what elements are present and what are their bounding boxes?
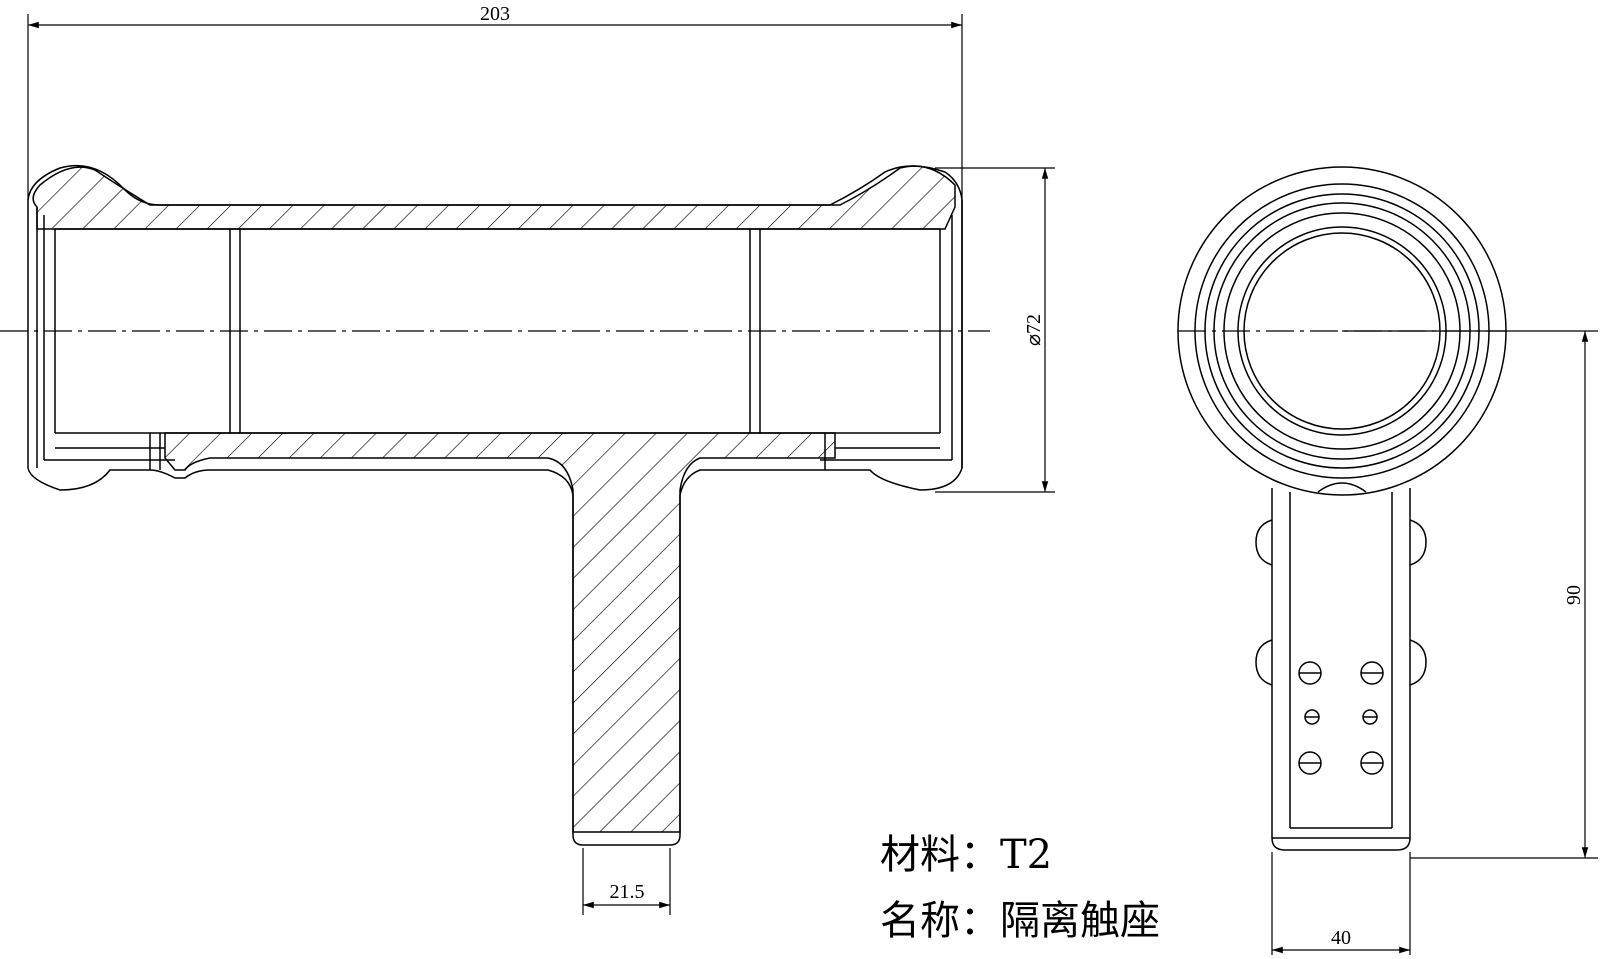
dim-stem-width: [582, 848, 671, 915]
bottom-wall-and-stem-hatch: [164, 432, 836, 833]
dim-bar-width-text: 40: [1331, 927, 1351, 949]
dim-bar-width: [1271, 852, 1411, 955]
dim-bar-height: [1342, 330, 1598, 859]
end-view: [1177, 166, 1507, 851]
material-label: 材料：: [880, 832, 1000, 878]
part-name-value: 隔离触座: [1000, 898, 1160, 944]
dim-overall-length-text: 203: [480, 3, 510, 25]
part-name-note: 名称：隔离触座: [880, 888, 1160, 946]
material-note: 材料：T2: [880, 822, 1052, 880]
section-view: [27, 164, 963, 846]
bolt-holes: [1298, 661, 1384, 775]
material-value: T2: [1000, 832, 1053, 878]
dim-outer-diameter-text: ⌀72: [1023, 314, 1045, 346]
dim-stem-width-text: 21.5: [610, 881, 645, 903]
arm-outline: [1271, 488, 1411, 851]
outer-outline: [27, 164, 963, 846]
dim-bar-height-text: 90: [1563, 585, 1585, 605]
dim-outer-diameter: [935, 167, 1055, 493]
dim-overall-length: [27, 14, 963, 200]
top-wall-hatch: [32, 165, 956, 230]
part-name-label: 名称：: [880, 898, 1000, 944]
